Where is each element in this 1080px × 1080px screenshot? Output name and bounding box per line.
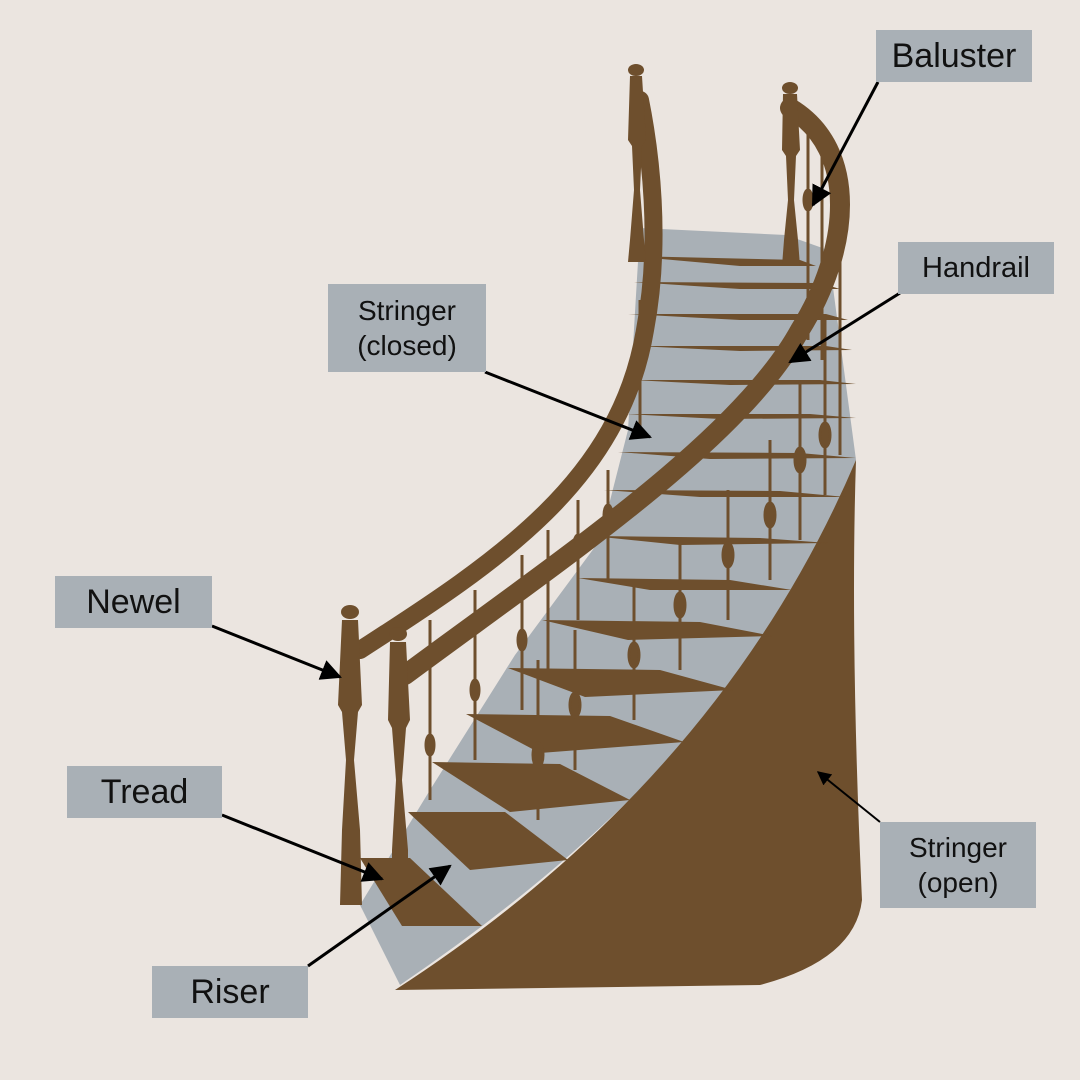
label-stringer-closed-line-2: (closed) [357,330,457,361]
stringer-open-arrow [816,771,881,823]
handrail-closed-side [351,91,663,659]
label-riser-line-1: Riser [190,972,270,1011]
stringer-closed-arrow [484,370,652,440]
label-riser: Riser [152,966,308,1018]
tread [542,620,773,640]
tread [628,256,816,266]
baluster-arrow [811,81,880,207]
leader-arrows [211,81,901,968]
newel-rear [388,627,410,870]
label-stringer-closed: Stringer (closed) [328,284,486,372]
tread [360,858,482,926]
label-stringer-closed-line-1: Stringer [357,295,457,326]
newel-top-right [782,82,800,266]
label-newel: Newel [55,576,212,628]
handrail [395,98,850,685]
label-baluster: Baluster [876,30,1032,82]
label-handrail: Handrail [898,242,1054,294]
label-stringer-open: Stringer (open) [880,822,1036,908]
newel-front [338,605,362,905]
label-baluster-line-1: Baluster [891,36,1017,75]
newel-top-left [628,64,646,262]
tread [628,314,848,320]
tread [578,578,792,590]
riser-arrow [307,864,452,968]
handrail-arrow [788,291,901,364]
newel-arrow [211,624,342,680]
label-stringer-open-line-2: (open) [917,867,999,898]
label-stringer-open-line-1: Stringer [908,832,1008,863]
tread [634,282,840,289]
open-stringer [395,460,862,990]
tread [408,812,568,870]
label-handrail-line-1: Handrail [922,251,1030,284]
tread [432,762,630,812]
label-newel-line-1: Newel [86,582,181,621]
label-tread-line-1: Tread [100,772,189,811]
tread-arrow [221,813,384,882]
tread [508,668,733,697]
label-tread: Tread [67,766,222,818]
